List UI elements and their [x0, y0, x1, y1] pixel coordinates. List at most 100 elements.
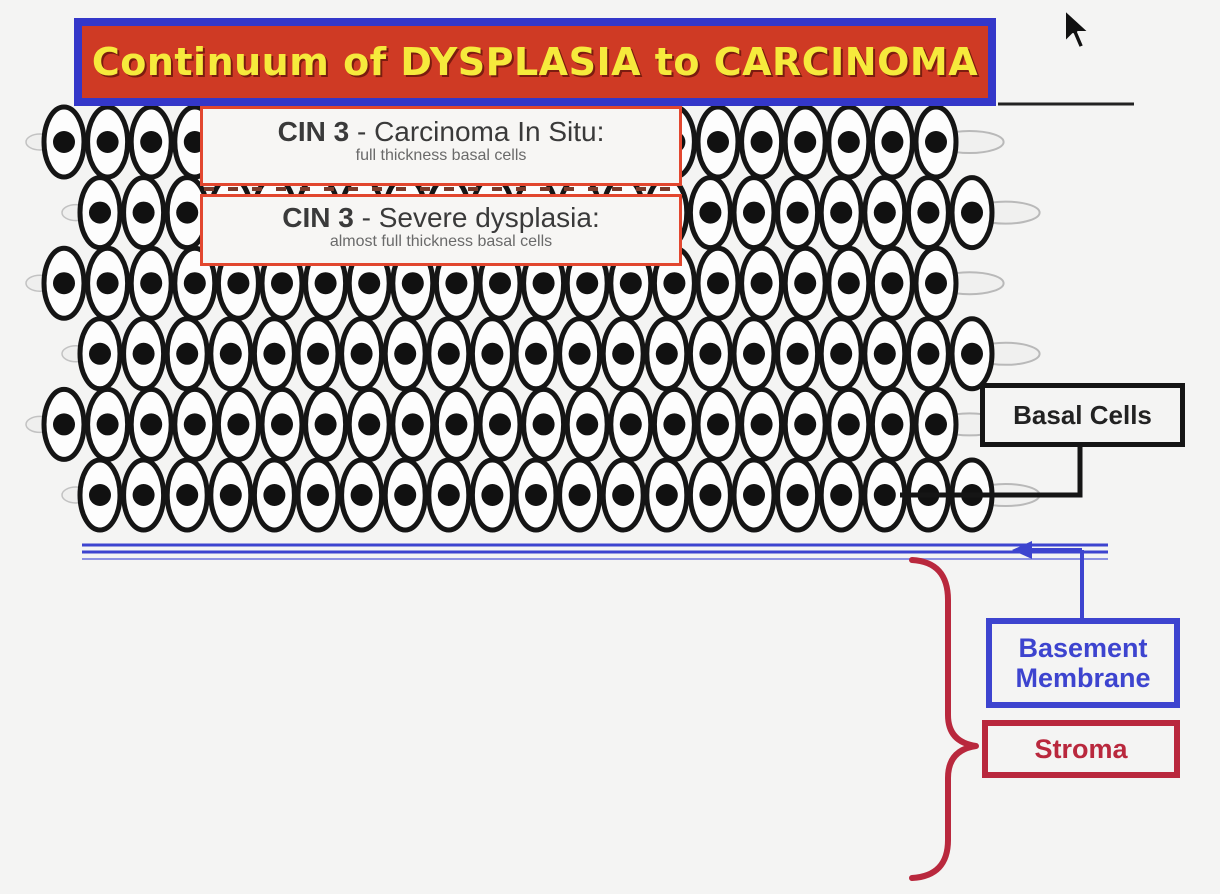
cin-main-line: CIN 3 - Carcinoma In Situ: [203, 117, 679, 147]
epithelial-cell [521, 386, 567, 462]
cell-nucleus [830, 484, 853, 506]
epithelial-cell [818, 175, 864, 251]
mouse-pointer-icon [1064, 9, 1090, 49]
cell-nucleus [655, 484, 678, 506]
cell-nucleus [917, 342, 940, 365]
epithelial-cell [557, 457, 603, 533]
epithelial-cell [426, 316, 472, 392]
epithelial-cell [600, 316, 646, 392]
epithelial-cell [949, 316, 995, 392]
epithelial-cell [739, 104, 785, 180]
cell-nucleus [53, 413, 75, 436]
cell-nucleus [525, 484, 547, 506]
cell-nucleus [699, 484, 722, 506]
stroma-label: Stroma [1034, 733, 1128, 764]
epithelial-cell [695, 104, 741, 180]
cell-nucleus [358, 413, 381, 436]
cell-nucleus [786, 342, 809, 365]
epithelial-cell [869, 104, 915, 180]
page-title: Continuum of DYSPLASIA to CARCINOMA [91, 40, 979, 84]
cell-nucleus [140, 131, 163, 153]
cell-nucleus [132, 484, 155, 506]
cell-nucleus [140, 413, 163, 436]
cell-nucleus [925, 272, 947, 295]
basal-cells-connector [900, 447, 1083, 498]
cell-nucleus [271, 413, 293, 436]
cell-nucleus [401, 413, 424, 436]
epithelial-cell [77, 316, 123, 392]
epithelial-cell [85, 245, 131, 321]
epithelial-cell [41, 245, 87, 321]
epithelial-cell [608, 386, 654, 462]
epithelial-cell [775, 457, 821, 533]
cin-main-line: CIN 3 - Severe dysplasia: [203, 203, 679, 233]
epithelial-cell [913, 245, 959, 321]
cell-nucleus [743, 342, 765, 365]
cell-nucleus [655, 342, 678, 365]
epithelial-cell [687, 175, 733, 251]
epithelial-cell [687, 316, 733, 392]
cell-nucleus [837, 272, 860, 295]
epithelial-cell [469, 457, 515, 533]
cell-nucleus [794, 131, 817, 153]
cell-nucleus [576, 272, 599, 295]
epithelial-cell [339, 457, 385, 533]
cell-nucleus [227, 272, 250, 295]
cin-separator: - [353, 202, 379, 233]
epithelial-cell [85, 386, 131, 462]
cell-nucleus [350, 342, 373, 365]
epithelial-cell [782, 104, 828, 180]
cin3-severe-dysplasia-label: CIN 3 - Severe dysplasia: almost full th… [200, 194, 682, 266]
cell-nucleus [663, 272, 686, 295]
diagram-connectors [82, 102, 1134, 881]
epithelial-cell [295, 457, 341, 533]
cell-nucleus [96, 131, 119, 153]
epithelial-cell [128, 104, 174, 180]
cell-nucleus [489, 413, 511, 436]
cell-nucleus [219, 342, 242, 365]
basement-membrane-callout: Basement Membrane [986, 618, 1180, 708]
epithelial-cell [869, 386, 915, 462]
cell-nucleus [532, 272, 555, 295]
cell-nucleus [401, 272, 424, 295]
cell-nucleus [881, 413, 904, 436]
epithelial-cell [469, 316, 515, 392]
cell-nucleus [227, 413, 250, 436]
cell-nucleus [271, 272, 293, 295]
cell-nucleus [794, 272, 817, 295]
epithelial-cell [862, 457, 908, 533]
cell-nucleus [743, 201, 765, 224]
cell-nucleus [89, 201, 111, 224]
cell-nucleus [481, 342, 504, 365]
epithelial-cell [164, 457, 210, 533]
cell-nucleus [707, 413, 729, 436]
epithelial-cell [862, 175, 908, 251]
cell-nucleus [612, 342, 635, 365]
epithelial-cell [121, 457, 167, 533]
epithelial-cell [818, 316, 864, 392]
epithelial-cell [869, 245, 915, 321]
cell-nucleus [786, 484, 809, 506]
cell-nucleus [183, 413, 206, 436]
cell-nucleus [873, 201, 896, 224]
cell-nucleus [394, 484, 417, 506]
epithelial-cell [164, 316, 210, 392]
cell-nucleus [176, 342, 199, 365]
cell-nucleus [481, 484, 504, 506]
cin-separator: - [349, 116, 375, 147]
cell-nucleus [350, 484, 373, 506]
cell-nucleus [663, 413, 686, 436]
epithelial-cell [85, 104, 131, 180]
epithelial-cell [303, 386, 349, 462]
cell-nucleus [53, 272, 75, 295]
epithelial-cell [651, 386, 697, 462]
epithelial-cell [346, 386, 392, 462]
epithelial-cell [77, 175, 123, 251]
cell-nucleus [917, 201, 940, 224]
epithelial-cell [687, 457, 733, 533]
epithelial-cell [782, 245, 828, 321]
epithelial-cell [121, 175, 167, 251]
cell-nucleus [881, 272, 904, 295]
cell-nucleus [619, 413, 642, 436]
